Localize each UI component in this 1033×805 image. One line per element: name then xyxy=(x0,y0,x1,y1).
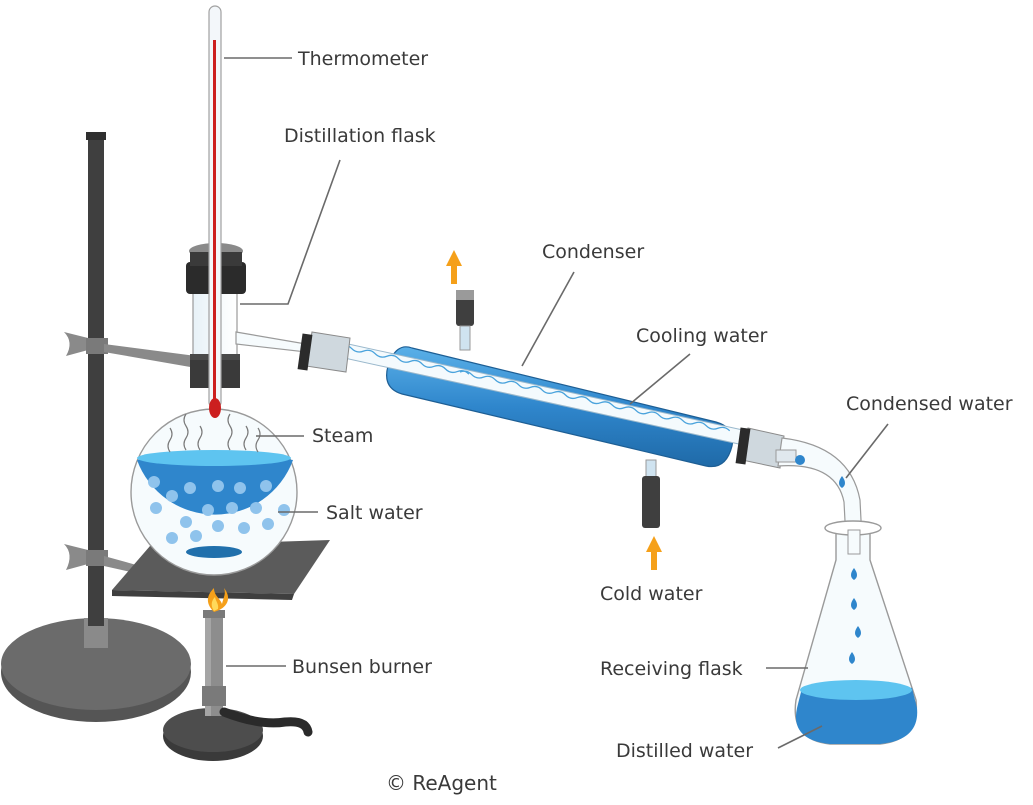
stand-rod-cap xyxy=(86,132,106,140)
stand-rod xyxy=(88,136,104,626)
label-cold-water: Cold water xyxy=(600,583,703,605)
label-bunsen-burner: Bunsen burner xyxy=(292,656,432,678)
gas-hose xyxy=(219,707,313,737)
thermometer xyxy=(208,5,222,418)
water-outlet-hose-light xyxy=(456,290,474,300)
falling-droplets xyxy=(849,568,861,664)
label-receiving-flask: Receiving flask xyxy=(600,658,743,680)
upper-clamp-boss xyxy=(86,338,108,354)
water-in-arrow-icon xyxy=(646,536,662,570)
water-out-arrow-icon xyxy=(446,250,462,284)
condenser xyxy=(297,290,785,528)
bunsen-burner xyxy=(163,588,313,761)
burner-tube-shade xyxy=(205,612,211,716)
label-salt-water: Salt water xyxy=(326,502,423,524)
upper-clamp-arm xyxy=(104,344,196,368)
salt-water-surface xyxy=(137,450,291,466)
upper-clamp-knob xyxy=(64,332,88,356)
water-inlet-hose xyxy=(642,476,660,528)
salt-particles xyxy=(148,476,290,544)
distilled-water-surface xyxy=(800,680,912,700)
right-connector-band xyxy=(735,427,751,465)
leader-distilled-water xyxy=(777,725,823,749)
water-outlet-nozzle xyxy=(459,325,471,351)
flask-side-arm xyxy=(235,331,307,353)
stand-base-top xyxy=(1,618,191,710)
leader-condensed-water xyxy=(845,423,889,479)
label-distilled-water: Distilled water xyxy=(616,740,753,762)
condensed-droplet xyxy=(795,455,805,465)
flame-core xyxy=(211,597,219,611)
receiving-flask xyxy=(794,520,918,745)
distillation-flask xyxy=(130,243,307,576)
receiving-tube-end xyxy=(847,529,861,555)
copyright-notice: © ReAgent xyxy=(386,771,497,795)
label-cooling-water: Cooling water xyxy=(636,325,768,347)
left-connector xyxy=(305,331,351,373)
condensed-water-drop-icon xyxy=(839,476,845,488)
vapour-wiggles xyxy=(339,344,470,375)
thermometer-bulb xyxy=(209,398,221,418)
thermometer-mercury xyxy=(213,40,216,402)
leader-cooling-water xyxy=(629,353,691,405)
label-condenser: Condenser xyxy=(542,241,644,263)
label-distillation-flask: Distillation flask xyxy=(284,125,436,147)
steam-wisps xyxy=(167,413,261,453)
adapter-nozzle xyxy=(775,449,797,463)
left-connector-band xyxy=(297,333,313,371)
leader-distillation-flask xyxy=(240,159,341,305)
lower-clamp-knob xyxy=(64,544,88,570)
leader-lines xyxy=(224,57,889,749)
label-condensed-water: Condensed water xyxy=(846,393,1013,415)
retort-stand xyxy=(1,132,196,722)
lower-clamp-boss xyxy=(86,550,108,566)
burner-top xyxy=(203,610,225,618)
label-thermometer: Thermometer xyxy=(297,48,428,70)
flask-bottom-shadow xyxy=(186,546,242,558)
gauze-plate-edge xyxy=(112,590,294,600)
label-steam: Steam xyxy=(312,425,373,447)
burner-collar xyxy=(202,686,226,706)
vapour-wiggles-2 xyxy=(459,370,731,432)
leader-condenser xyxy=(521,271,575,367)
